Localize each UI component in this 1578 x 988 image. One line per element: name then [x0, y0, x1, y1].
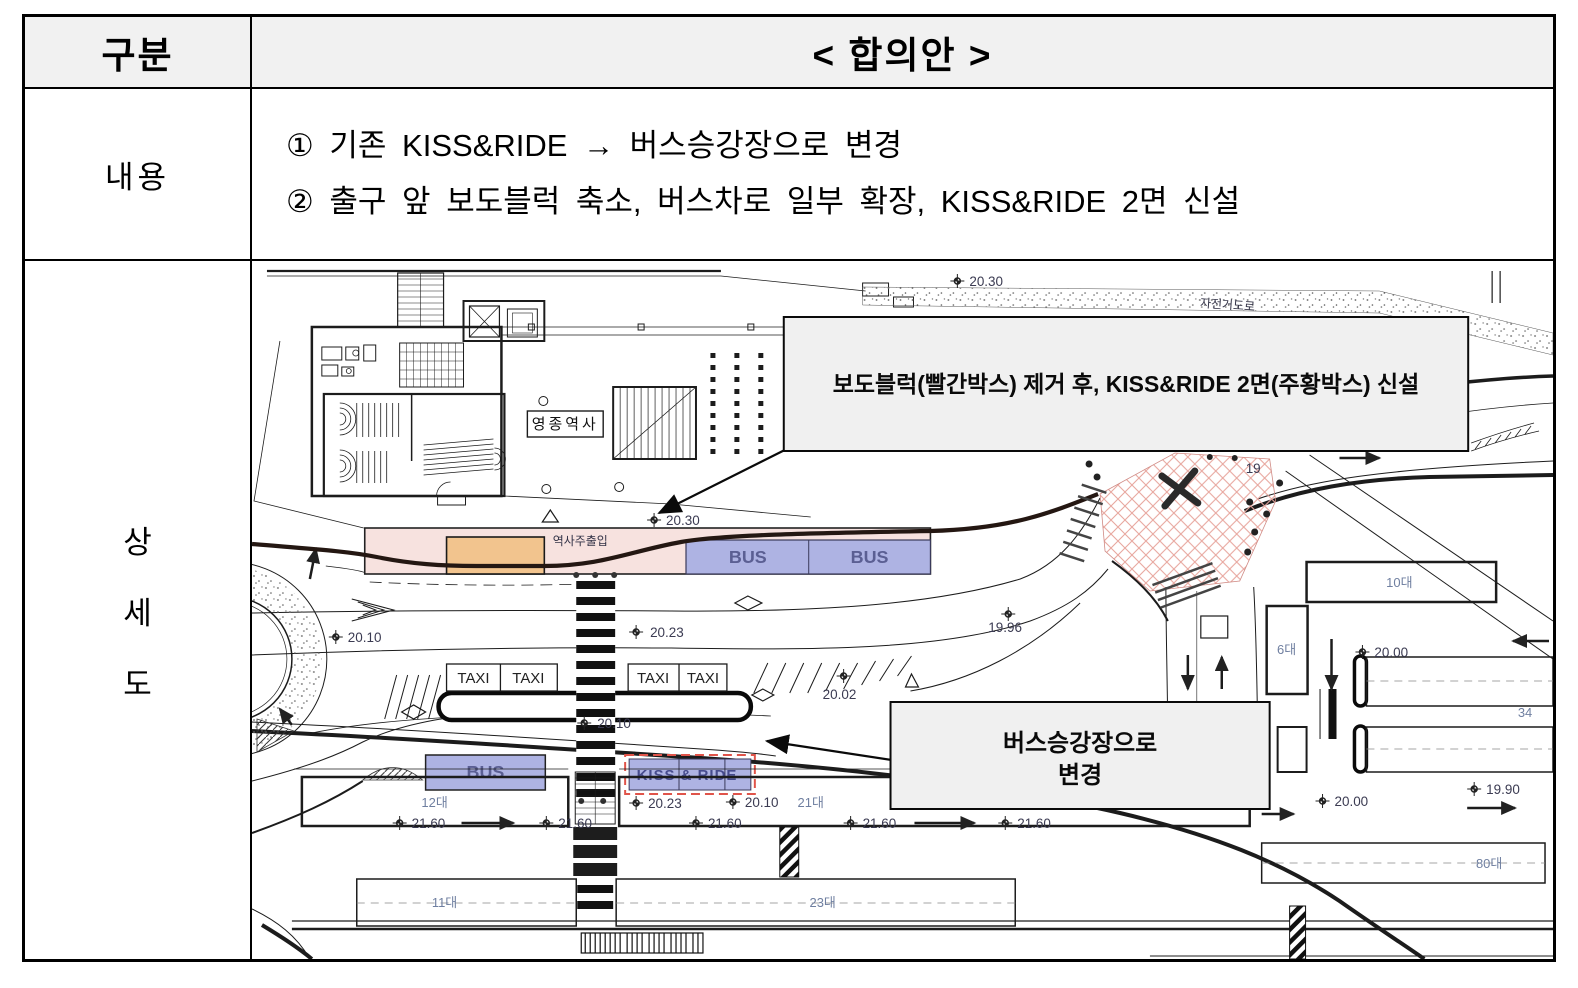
header-agreement-label: < 합의안 > — [812, 35, 993, 76]
station-entrance-label: 역사주출입 — [553, 534, 608, 548]
detail-label-char-3: 도 — [123, 666, 152, 702]
plaza-x-mark — [1158, 467, 1202, 510]
callout-top-arrow — [657, 446, 792, 514]
detail-label-char-1: 상 — [123, 524, 152, 560]
escalator-grid — [399, 342, 465, 388]
bus-bay-label-1: BUS — [729, 547, 767, 567]
parking-count-10: 10대 — [1386, 575, 1412, 590]
content-row-label: 내용 — [104, 159, 171, 195]
elevation-label: 20.00 — [1374, 645, 1408, 660]
content-item-1: ① 기존 KISS&RIDE → 버스승강장으로 변경 — [286, 127, 902, 163]
diamond-markings — [400, 595, 920, 720]
content-row-label-cell: 내용 — [25, 89, 252, 261]
elevation-label: 21.60 — [708, 816, 742, 831]
elevation-markers: 20.30 20.30 20.23 20.10 20.10 20.02 19.9… — [328, 273, 1520, 831]
hatched-island-2 — [256, 718, 295, 753]
kiss-ride-label: KISS & RIDE — [637, 767, 738, 784]
new-kiss-ride-highlight — [445, 536, 546, 575]
striped-bollard-2 — [1289, 905, 1307, 959]
taxi-label-4: TAXI — [687, 670, 719, 687]
bike-path-band: 자전거도로 — [862, 286, 1553, 356]
callout-top-text: 보도블럭(빨간박스) 제거 후, KISS&RIDE 2면(주황박스) 신설 — [833, 371, 1419, 397]
elevation-label: 19.96 — [988, 620, 1022, 635]
parking-area-right: 10대 6대 34 80대 — [1180, 451, 1553, 959]
elevation-label: 20.23 — [650, 625, 684, 640]
stall-row-23: 23대 — [615, 878, 1016, 927]
curb-edge-curve — [252, 492, 1099, 569]
canopy-6 — [1265, 604, 1309, 696]
survey-triangle — [541, 508, 560, 523]
header-category-cell: 구분 — [25, 17, 252, 89]
elevation-label: 20.30 — [666, 513, 700, 528]
ladder-crosswalk-left — [1059, 483, 1107, 563]
canopy-12 — [300, 775, 570, 828]
roundabout — [252, 547, 328, 754]
elevation-label: 21.60 — [412, 816, 446, 831]
header-category-label: 구분 — [101, 35, 174, 76]
bus-bay-lower: BUS — [424, 754, 547, 791]
bus-bay-label-2: BUS — [851, 547, 889, 567]
bottom-comb — [580, 932, 704, 954]
taxi-label-1: TAXI — [457, 670, 489, 687]
plaza-crossing — [1059, 452, 1284, 609]
stall-row-11: 11대 — [356, 878, 578, 927]
striped-bollard — [779, 826, 800, 878]
parking-count-21: 21대 — [798, 795, 824, 810]
traffic-arrow — [278, 707, 294, 726]
callout-bottom-text-1: 버스승강장으로 — [1003, 730, 1157, 757]
callout-bottom-text-2: 변경 — [1058, 762, 1102, 789]
elevation-label: 20.02 — [823, 687, 857, 702]
station-building: 영종역사 — [310, 272, 861, 523]
parking-count-34: 34 — [1518, 705, 1532, 720]
elevation-label: 21.60 — [863, 816, 897, 831]
grand-stair — [612, 386, 697, 460]
callout-bottom: 버스승강장으로 변경 — [764, 701, 1271, 810]
parking-count-11: 11대 — [432, 895, 457, 910]
elevation-label-partial: 19 — [1246, 461, 1261, 476]
small-zebra-right — [1319, 689, 1344, 739]
bike-path-label: 자전거도로 — [1200, 296, 1256, 314]
parking-count-23: 23대 — [810, 895, 836, 910]
elevation-label: 19.90 — [1486, 782, 1520, 797]
header-agreement-cell: < 합의안 > — [252, 17, 1553, 89]
bollard-dots — [1085, 454, 1284, 556]
parking-count-80: 80대 — [1476, 856, 1502, 871]
station-name-label: 영종역사 — [532, 416, 599, 433]
taxi-label-2: TAXI — [512, 670, 544, 687]
bus-bays-top: BUS BUS — [685, 539, 932, 575]
canopy-10 — [1305, 560, 1498, 604]
agreement-table: 구분 < 합의안 > 내용 ① 기존 KISS&RIDE → 버스승강장으로 변… — [22, 14, 1556, 962]
content-row-body: ① 기존 KISS&RIDE → 버스승강장으로 변경 ② 출구 앞 보도블럭 … — [252, 89, 1553, 261]
elevation-label: 20.23 — [648, 796, 682, 811]
content-item-2: ② 출구 앞 보도블럭 축소, 버스차로 일부 확장, KISS&RIDE 2면… — [286, 184, 1241, 219]
elevation-label: 20.00 — [1335, 794, 1369, 809]
elevation-label: 20.30 — [969, 274, 1003, 289]
station-name-box: 영종역사 — [526, 410, 604, 438]
callout-bottom-arrow — [764, 734, 899, 763]
elevation-label: 20.10 — [745, 795, 779, 810]
elevation-label: 21.60 — [1017, 816, 1051, 831]
parking-count-12: 12대 — [421, 795, 447, 810]
callout-top: 보도블럭(빨간박스) 제거 후, KISS&RIDE 2면(주황박스) 신설 — [657, 316, 1470, 514]
detail-row-label-cell: 상 세 도 — [25, 261, 252, 959]
site-plan-drawing: 자전거도로 — [252, 261, 1553, 959]
traffic-arrow — [306, 547, 320, 580]
taxi-label-3: TAXI — [637, 670, 669, 687]
bus-bay-label-3: BUS — [467, 762, 505, 782]
kiss-ride-bay: KISS & RIDE — [624, 754, 756, 795]
elevation-label: 21.60 — [558, 816, 592, 831]
elevation-label: 20.10 — [348, 630, 382, 645]
machine-room — [322, 392, 506, 498]
pedestrian-axis-lower — [573, 771, 704, 954]
detail-label-char-2: 세 — [123, 595, 152, 631]
escalator-arcs — [339, 402, 506, 483]
elevation-label: 20.10 — [597, 716, 631, 731]
parking-count-6: 6대 — [1277, 642, 1296, 657]
ladder-crosswalk-bottom — [1152, 562, 1222, 609]
column-lines — [710, 353, 764, 461]
zebra-crossing — [573, 572, 618, 804]
